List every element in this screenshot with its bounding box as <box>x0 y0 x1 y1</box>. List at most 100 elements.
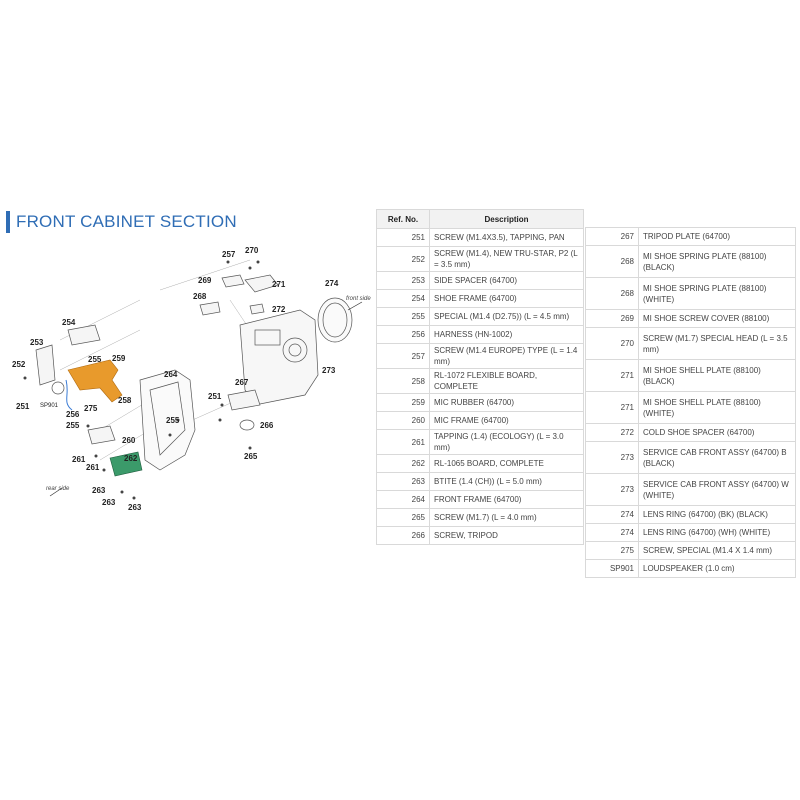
callout-label: SP901 <box>40 403 59 409</box>
description-cell: SCREW (M1.7) (L = 4.0 mm) <box>429 508 584 527</box>
ref-no-cell: 266 <box>376 526 430 545</box>
ref-no-cell: 251 <box>376 228 430 247</box>
callout-label: 258 <box>118 396 132 405</box>
description-cell: SCREW (M1.4 EUROPE) TYPE (L = 1.4 mm) <box>429 343 584 369</box>
description-cell: RL-1065 BOARD, COMPLETE <box>429 454 584 473</box>
ref-no-cell: 265 <box>376 508 430 527</box>
callout-label: 255 <box>166 416 180 425</box>
callout-label: 255 <box>88 355 102 364</box>
ref-no-cell: 267 <box>585 227 639 246</box>
callout-label: 275 <box>84 404 98 413</box>
callout-label: 264 <box>164 370 178 379</box>
section-title: FRONT CABINET SECTION <box>16 212 237 231</box>
ref-no-cell: SP901 <box>585 559 639 578</box>
callout-label: 261 <box>86 463 100 472</box>
description-cell: TRIPOD PLATE (64700) <box>638 227 796 246</box>
rear-side-label: rear side <box>46 486 70 492</box>
ref-no-cell: 273 <box>585 473 639 506</box>
diagram-drawing <box>23 259 363 500</box>
callout-label: 263 <box>102 498 116 507</box>
callout-label: 251 <box>16 402 30 411</box>
front-side-label: front side <box>346 296 371 302</box>
ref-no-cell: 261 <box>376 429 430 455</box>
description-cell: LENS RING (64700) (WH) (WHITE) <box>638 523 796 542</box>
ref-no-cell: 268 <box>585 245 639 278</box>
description-cell: SCREW, SPECIAL (M1.4 X 1.4 mm) <box>638 541 796 560</box>
callout-label: 253 <box>30 338 44 347</box>
description-cell: FRONT FRAME (64700) <box>429 490 584 509</box>
callout-label: 261 <box>72 455 86 464</box>
ref-no-cell: 259 <box>376 393 430 412</box>
ref-no-header: Ref. No. <box>376 209 430 229</box>
callout-label: 269 <box>198 276 212 285</box>
description-cell: RL-1072 FLEXIBLE BOARD, COMPLETE <box>429 368 584 394</box>
description-cell: BTITE (1.4 (CH)) (L = 5.0 mm) <box>429 472 584 491</box>
ref-no-cell: 273 <box>585 441 639 474</box>
callout-label: 266 <box>260 421 274 430</box>
callout-label: 274 <box>325 279 339 288</box>
ref-no-cell: 258 <box>376 368 430 394</box>
callout-label: 256 <box>66 410 80 419</box>
description-cell: SCREW (M1.4X3.5), TAPPING, PAN <box>429 228 584 247</box>
callout-label: 273 <box>322 366 336 375</box>
callout-label: 252 <box>12 360 26 369</box>
callout-label: 268 <box>193 292 207 301</box>
callout-label: 251 <box>208 392 222 401</box>
callout-label: 270 <box>245 246 259 255</box>
description-cell: SERVICE CAB FRONT ASSY (64700) W (WHITE) <box>638 473 796 506</box>
exploded-diagram: 257 270 269 271 268 272 274 254 253 255 … <box>0 230 380 530</box>
callout-label: 271 <box>272 280 286 289</box>
description-cell: MIC RUBBER (64700) <box>429 393 584 412</box>
description-cell: LENS RING (64700) (BK) (BLACK) <box>638 505 796 524</box>
callout-label: 259 <box>112 354 126 363</box>
front-frame-part <box>139 369 196 471</box>
description-cell: MI SHOE SPRING PLATE (88100) (BLACK) <box>638 245 796 278</box>
ref-no-cell: 271 <box>585 359 639 392</box>
ref-no-cell: 257 <box>376 343 430 369</box>
description-cell: HARNESS (HN-1002) <box>429 325 584 344</box>
ref-no-cell: 269 <box>585 309 639 328</box>
description-cell: SHOE FRAME (64700) <box>429 289 584 308</box>
description-header: Description <box>429 209 584 229</box>
ref-no-cell: 262 <box>376 454 430 473</box>
ref-no-cell: 272 <box>585 423 639 442</box>
description-cell: SERVICE CAB FRONT ASSY (64700) B (BLACK) <box>638 441 796 474</box>
ref-no-cell: 274 <box>585 523 639 542</box>
callout-label: 260 <box>122 436 136 445</box>
description-cell: SCREW, TRIPOD <box>429 526 584 545</box>
ref-no-cell: 253 <box>376 271 430 290</box>
pcb-board-part <box>109 451 143 477</box>
description-cell: SPECIAL (M1.4 (D2.75)) (L = 4.5 mm) <box>429 307 584 326</box>
section-header: FRONT CABINET SECTION <box>6 210 237 234</box>
callout-label: 254 <box>62 318 76 327</box>
description-cell: MI SHOE SPRING PLATE (88100) (WHITE) <box>638 277 796 310</box>
ref-no-cell: 260 <box>376 411 430 430</box>
callout-label: 263 <box>128 503 142 512</box>
ref-no-cell: 268 <box>585 277 639 310</box>
description-cell: MI SHOE SHELL PLATE (88100) (BLACK) <box>638 359 796 392</box>
description-cell: MI SHOE SCREW COVER (88100) <box>638 309 796 328</box>
